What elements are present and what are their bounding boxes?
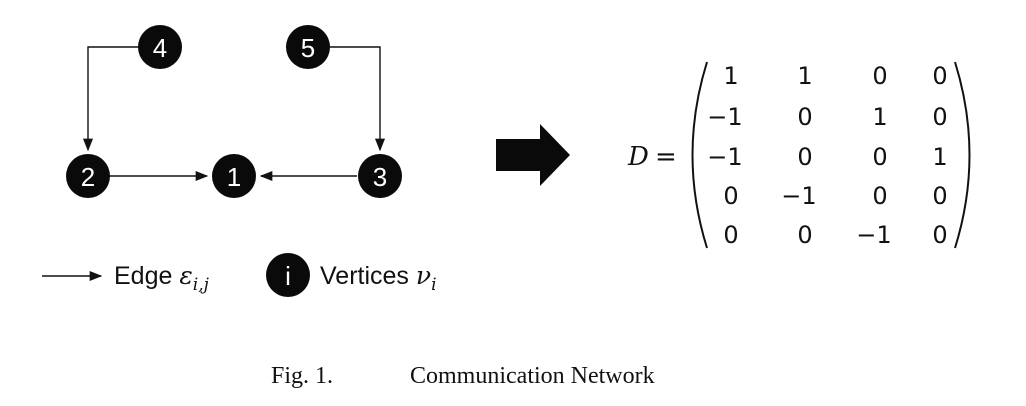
legend-vertex-icon: i <box>266 253 310 297</box>
matrix-cell-r1-c4: 0 <box>932 62 947 90</box>
figure-caption-label: Fig. 1. <box>271 363 333 389</box>
matrix-cell-r5-c3: −1 <box>856 221 891 249</box>
vertex-3-label: 3 <box>373 162 387 192</box>
vertex-2-label: 2 <box>81 162 95 192</box>
matrix-cell-r4-c4: 0 <box>932 182 947 210</box>
legend-edge-label: Edge εi,j <box>114 261 210 295</box>
matrix-cell-r4-c3: 0 <box>872 182 887 210</box>
matrix-cell-r1-c2: 1 <box>797 62 812 90</box>
matrix-cell-r2-c4: 0 <box>932 103 947 131</box>
transform-arrow-icon <box>496 124 570 186</box>
matrix-equals: = <box>655 142 677 172</box>
matrix-cell-r1-c3: 0 <box>872 62 887 90</box>
matrix-cell-r5-c2: 0 <box>797 221 812 249</box>
edge-4-to-2 <box>82 46 138 152</box>
matrix-cell-r5-c1: 0 <box>723 221 738 249</box>
matrix-cell-r3-c3: 0 <box>872 143 887 171</box>
vertex-5-label: 5 <box>301 33 315 63</box>
matrix-cells: 1 1 0 0 −1 0 1 0 −1 0 0 1 0 −1 0 0 0 0 −1 0 <box>707 62 947 249</box>
matrix-left-paren <box>691 61 708 249</box>
matrix-name: D <box>627 142 649 172</box>
matrix-cell-r2-c3: 1 <box>872 103 887 131</box>
matrix-cell-r1-c1: 1 <box>723 62 738 90</box>
vertex-1: 1 <box>212 154 256 198</box>
legend: Edge εi,j i Vertices νi <box>42 253 437 297</box>
matrix-cell-r2-c2: 0 <box>797 103 812 131</box>
figure-caption-title: Communication Network <box>410 363 655 389</box>
vertex-2: 2 <box>66 154 110 198</box>
incidence-matrix: D = 1 1 0 0 −1 0 1 0 −1 0 0 1 0 −1 0 0 0 0 −1 0 <box>627 61 971 249</box>
matrix-cell-r3-c1: −1 <box>707 143 742 171</box>
vertex-5: 5 <box>286 25 330 69</box>
matrix-cell-r2-c1: −1 <box>707 103 742 131</box>
matrix-cell-r5-c4: 0 <box>932 221 947 249</box>
vertex-1-label: 1 <box>227 162 241 192</box>
vertex-4-label: 4 <box>153 33 167 63</box>
edge-5-to-3 <box>330 46 386 152</box>
legend-vertex-icon-label: i <box>285 261 291 291</box>
matrix-cell-r4-c1: 0 <box>723 182 738 210</box>
matrix-cell-r3-c4: 1 <box>932 143 947 171</box>
matrix-right-paren <box>954 61 971 249</box>
vertex-4: 4 <box>138 25 182 69</box>
vertex-3: 3 <box>358 154 402 198</box>
legend-vertex-label: Vertices νi <box>320 261 437 295</box>
graph-edges <box>82 46 386 182</box>
matrix-cell-r4-c2: −1 <box>781 182 816 210</box>
matrix-cell-r3-c2: 0 <box>797 143 812 171</box>
